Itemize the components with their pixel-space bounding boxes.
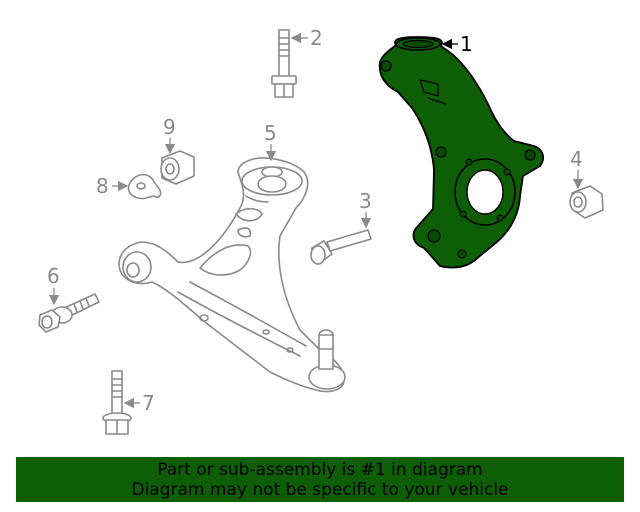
callout-label-6: 6 [47,264,60,288]
callout-9: 9 [163,115,176,155]
callout-3: 3 [359,189,372,229]
callout-8: 8 [96,174,129,198]
bushing-part-9[interactable] [160,150,195,185]
bolt-part-7[interactable] [102,370,132,435]
callout-4: 4 [570,147,584,190]
callout-label-8: 8 [96,174,109,198]
steering-knuckle-part-1[interactable] [378,36,545,269]
callout-label-5: 5 [264,121,277,145]
info-banner: Part or sub-assembly is #1 in diagram Di… [16,457,624,502]
callout-label-1: 1 [460,32,473,56]
callout-6: 6 [47,264,60,306]
callout-label-7: 7 [142,391,155,415]
bolt-part-6[interactable] [38,293,100,333]
callout-label-3: 3 [359,189,372,213]
callout-2: 2 [290,26,323,50]
callout-label-4: 4 [570,147,583,171]
callout-7: 7 [123,391,155,415]
callout-1: 1 [441,32,473,56]
washer-part-8[interactable] [127,173,162,200]
bolt-part-2[interactable] [271,29,297,98]
banner-line-1: Part or sub-assembly is #1 in diagram [157,460,483,480]
nut-part-4[interactable] [569,185,604,219]
callout-label-9: 9 [163,115,176,139]
banner-line-2: Diagram may not be specific to your vehi… [131,480,509,500]
parts-diagram: 1 2 3 4 5 6 7 8 9 [38,26,604,435]
callout-5: 5 [264,121,277,162]
control-arm-part-5[interactable] [118,157,346,393]
bolt-part-3[interactable] [310,229,372,265]
callout-label-2: 2 [310,26,323,50]
